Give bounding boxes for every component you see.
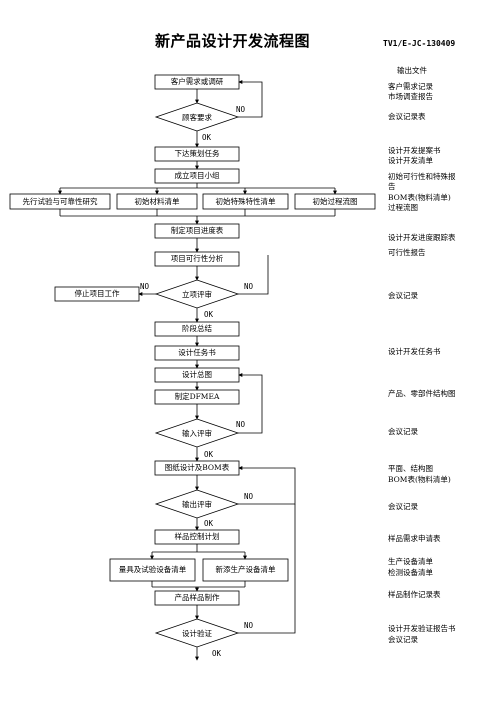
- label-customer-needs: 客户需求或调研: [170, 77, 224, 86]
- edge-label-ok: OK: [204, 450, 214, 459]
- output-item: 平面、结构图: [388, 464, 433, 473]
- output-item: 可行性报告: [388, 248, 426, 257]
- label-plan-task: 下达策划任务: [174, 149, 220, 158]
- output-item: 样品制作记录表: [388, 590, 441, 599]
- output-item: BOM表(物料清单): [388, 193, 451, 202]
- label-output-review: 输出评审: [182, 500, 212, 509]
- output-item: BOM表(物料清单): [388, 475, 451, 484]
- output-item: 市场调查报告: [388, 92, 433, 101]
- label-design-task: 设计任务书: [178, 348, 216, 357]
- output-item: 会议记录: [388, 502, 418, 511]
- label-pre-test: 先行试验与可靠性研究: [22, 197, 98, 206]
- output-item: 设计开发进度跟踪表: [388, 233, 456, 242]
- outputs-heading: 输出文件: [397, 66, 427, 75]
- doc-code: TV1/E-JC-130409: [383, 39, 456, 48]
- label-init-process: 初始过程流图: [312, 197, 358, 206]
- label-input-review: 输入评审: [182, 429, 212, 438]
- edge-label-ok: OK: [204, 310, 214, 319]
- output-item: 设计开发清单: [388, 156, 433, 165]
- output-item: 会议记录: [388, 635, 418, 644]
- label-stage-summary: 阶段总结: [182, 324, 212, 333]
- output-item: 设计开发任务书: [388, 347, 441, 356]
- label-feasibility: 项目可行性分析: [170, 254, 224, 263]
- output-item: 检测设备清单: [388, 568, 433, 577]
- output-item: 产品、零部件结构图: [388, 389, 456, 398]
- output-item: 设计开发提案书: [388, 146, 441, 155]
- label-init-material: 初始材料清单: [134, 197, 180, 206]
- edge-label-ok: OK: [204, 519, 214, 528]
- output-item: 过程流图: [388, 203, 418, 212]
- label-schedule: 制定项目进度表: [170, 226, 224, 235]
- label-sample-make: 产品样品制作: [174, 593, 220, 602]
- output-item: 会议记录: [388, 427, 418, 436]
- label-form-team: 成立项目小组: [174, 171, 220, 180]
- label-sample-plan: 样品控制计划: [174, 532, 220, 541]
- edge-label-no: NO: [236, 105, 246, 114]
- label-init-special: 初始特殊特性清单: [215, 197, 276, 206]
- edge-label-ok: OK: [202, 133, 212, 142]
- label-gauge-list: 量具及试验设备清单: [118, 565, 187, 574]
- edge-label-no: NO: [236, 420, 246, 429]
- label-stop-project: 停止项目工作: [74, 289, 120, 298]
- label-new-equipment: 新添生产设备清单: [215, 565, 276, 574]
- edge-label-no: NO: [244, 492, 254, 501]
- label-dfmea: 制定DFMEA: [174, 392, 220, 401]
- output-item: 初始可行性和特殊报: [388, 172, 456, 181]
- edge-label-no: NO: [244, 282, 254, 291]
- label-drawing-bom: 图纸设计及BOM表: [164, 463, 230, 472]
- edge-label-ok: OK: [212, 649, 222, 658]
- page-title: 新产品设计开发流程图: [155, 32, 311, 50]
- label-project-review: 立项评审: [182, 290, 212, 299]
- label-design-drawing: 设计总图: [182, 370, 212, 379]
- output-item: 样品需求申请表: [388, 534, 441, 543]
- output-item: 会议记录表: [388, 112, 426, 121]
- edge-label-no: NO: [244, 621, 254, 630]
- label-customer-req: 顾客要求: [182, 113, 212, 122]
- label-design-verify: 设计验证: [182, 629, 212, 638]
- output-item: 生产设备清单: [388, 557, 433, 566]
- output-item: 会议记录: [388, 291, 418, 300]
- edge-label-no: NO: [140, 282, 150, 291]
- output-item: 告: [388, 182, 396, 191]
- output-item: 客户需求记录: [388, 82, 433, 91]
- output-item: 设计开发验证报告书: [388, 624, 456, 633]
